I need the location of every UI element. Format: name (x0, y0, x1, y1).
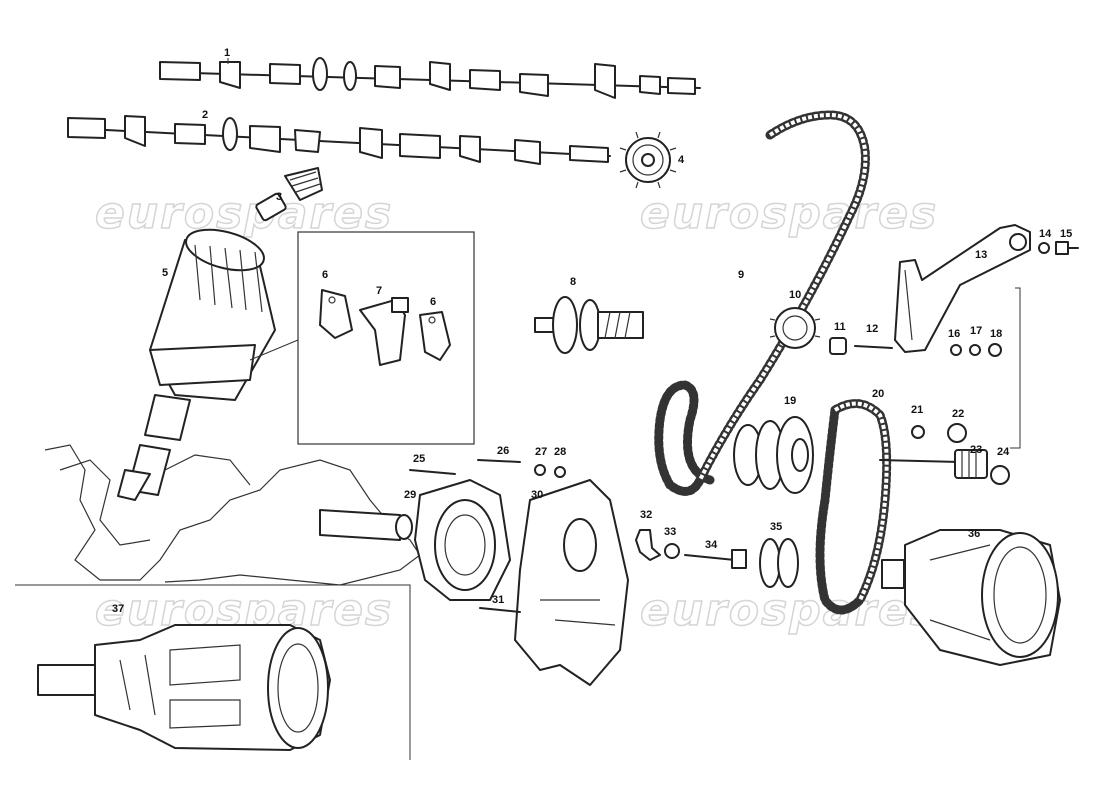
chain-tensioner-bracket (894, 224, 1031, 353)
camshaft-sprocket (619, 131, 677, 189)
intermediate-sprocket (534, 296, 644, 354)
crankshaft-hub (37, 624, 331, 751)
nut-18 (988, 343, 1002, 357)
callout-3: 3 (276, 191, 282, 203)
callout-22: 22 (952, 408, 964, 420)
contact-breaker-arm (359, 297, 409, 366)
contact-breaker-plate-right (419, 311, 451, 361)
bolt-34 (684, 549, 747, 569)
callout-4: 4 (678, 154, 685, 166)
distributor-drive-gear (255, 167, 323, 222)
washer-17 (969, 344, 981, 356)
sprocket-35 (759, 538, 799, 588)
callout-labels: 1 2 3 4 5 6 7 6 8 9 10 11 12 13 14 15 16… (112, 47, 1072, 615)
callout-12: 12 (866, 323, 878, 335)
callout-1: 1 (224, 47, 230, 59)
washer-22 (947, 423, 967, 443)
callout-19: 19 (784, 395, 796, 407)
inset-frame-37 (15, 584, 411, 760)
camshaft-upper (159, 57, 701, 99)
callout-10: 10 (789, 289, 801, 301)
timing-chain-upper (654, 110, 870, 496)
callout-28: 28 (554, 446, 566, 458)
callout-6b: 6 (430, 296, 436, 308)
callout-8: 8 (570, 276, 576, 288)
callout-13: 13 (975, 249, 987, 261)
callout-14: 14 (1039, 228, 1052, 240)
callout-33: 33 (664, 526, 676, 538)
callout-27: 27 (535, 446, 547, 458)
stud-31 (479, 607, 521, 613)
idler-sprocket-10 (769, 307, 821, 349)
callout-26: 26 (497, 445, 509, 457)
circlip-24 (990, 465, 1010, 485)
callout-32: 32 (640, 509, 652, 521)
distributor (117, 228, 276, 501)
callout-17: 17 (970, 325, 982, 337)
nut-16 (950, 344, 962, 356)
callout-37: 37 (112, 603, 124, 615)
nut-27 (534, 464, 546, 476)
timing-housing (514, 479, 629, 686)
washer-14 (1038, 242, 1050, 254)
nut-28 (554, 466, 566, 478)
crankshaft (44, 444, 421, 586)
front-cover-plate (414, 479, 511, 601)
stud-25 (409, 469, 456, 475)
watermark-bottom-right: eurospares (640, 585, 938, 636)
stud-26 (477, 459, 521, 463)
callout-6a: 6 (322, 269, 328, 281)
spacer-bush (829, 337, 847, 355)
stud-12 (854, 345, 893, 349)
callout-11: 11 (834, 321, 846, 333)
bolt-15 (1055, 241, 1079, 255)
callout-18: 18 (990, 328, 1002, 340)
callout-23: 23 (970, 444, 982, 456)
callout-24: 24 (997, 446, 1010, 458)
camshaft-lower (67, 115, 611, 165)
callout-35: 35 (770, 521, 782, 533)
callout-30: 30 (531, 489, 543, 501)
callout-2: 2 (202, 109, 208, 121)
crankshaft-double-sprocket (733, 416, 814, 494)
timing-chain-lower (815, 399, 892, 615)
callout-5: 5 (162, 267, 168, 279)
callout-16: 16 (948, 328, 960, 340)
callout-25: 25 (413, 453, 425, 465)
callout-20: 20 (872, 388, 884, 400)
watermark-top-left: eurospares (95, 188, 393, 239)
callout-9: 9 (738, 269, 744, 281)
callout-21: 21 (911, 404, 923, 416)
assembly-bracket-16-18 (1010, 287, 1021, 449)
callout-15: 15 (1060, 228, 1072, 240)
washer-33 (664, 543, 680, 559)
crankshaft-pulley (881, 529, 1061, 666)
contact-breaker-plate-left (319, 289, 353, 339)
inset-frame (297, 231, 475, 445)
callout-34: 34 (705, 539, 718, 551)
washer-21 (911, 425, 925, 439)
callout-36: 36 (968, 528, 980, 540)
watermark-top-right: eurospares (640, 188, 938, 239)
callout-31: 31 (492, 594, 504, 606)
callout-7: 7 (376, 285, 382, 297)
callout-29: 29 (404, 489, 416, 501)
lock-tab-32 (635, 529, 661, 561)
shaft-23 (879, 449, 988, 479)
